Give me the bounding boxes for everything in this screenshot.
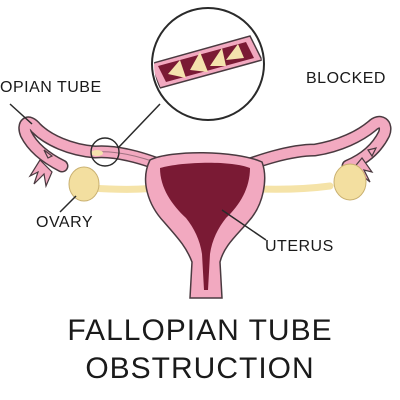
- fallopian-tube-label: OPIAN TUBE: [0, 79, 102, 96]
- uterus-label: UTERUS: [265, 238, 334, 255]
- left-ovary: [68, 166, 100, 202]
- uterine-cavity: [160, 162, 250, 290]
- uterus-leader-line: [221, 209, 267, 241]
- right-ovary: [333, 163, 367, 201]
- ovary-label: OVARY: [36, 214, 94, 231]
- fallopian-leader-line: [9, 103, 33, 125]
- blocked-tube-inset: [151, 7, 265, 121]
- diagram-title-line-2: OBSTRUCTION: [85, 352, 315, 385]
- tube-blockage-marker: [90, 137, 120, 167]
- blocked-label: BLOCKED: [306, 70, 386, 87]
- ovary-leader-line: [59, 195, 77, 213]
- diagram-title-line-1: FALLOPIAN TUBE: [67, 314, 333, 347]
- left-fimbriae: [28, 149, 54, 189]
- inset-leader-line: [117, 103, 161, 149]
